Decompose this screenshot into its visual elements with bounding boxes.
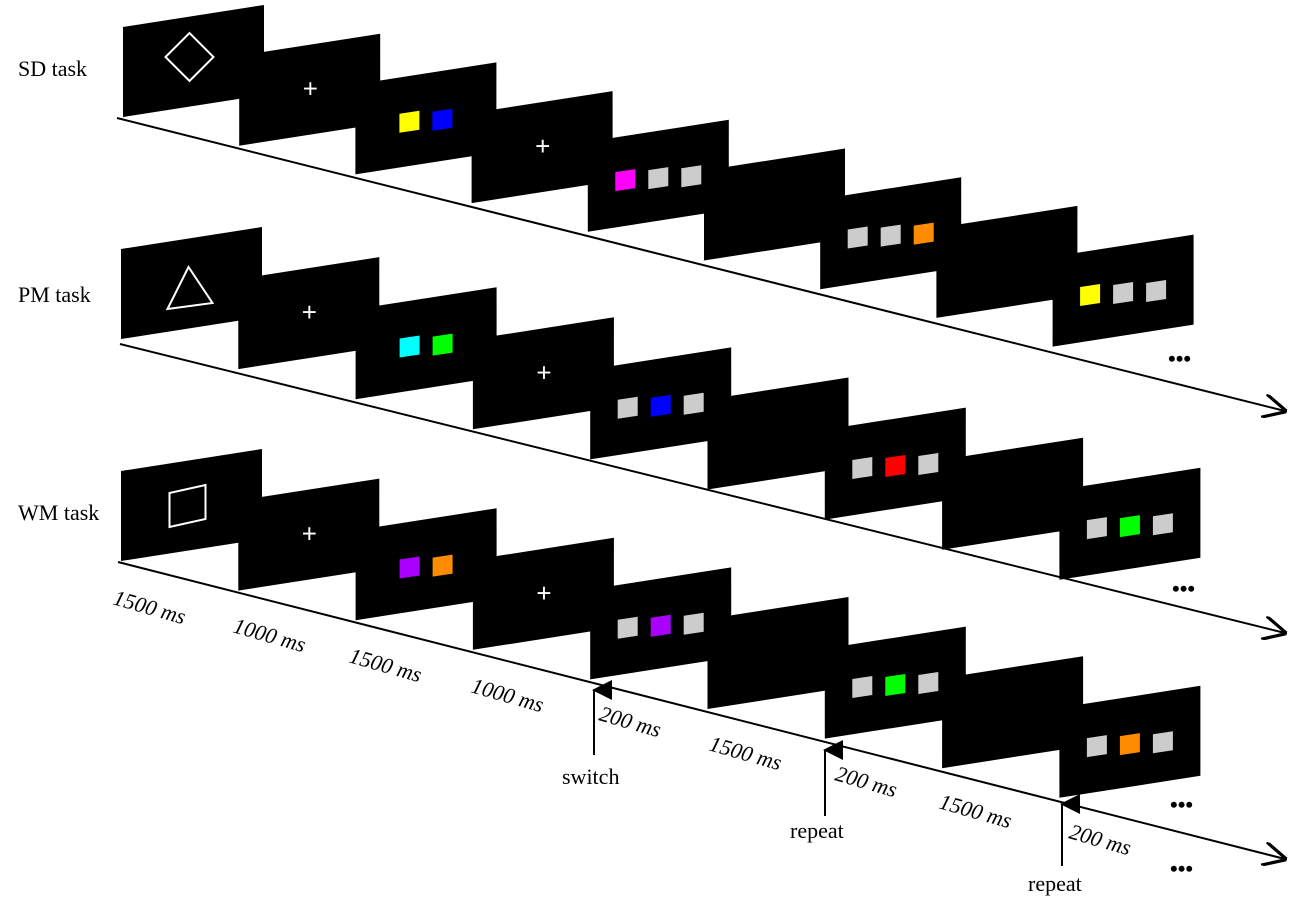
stimulus-screen: [121, 449, 262, 561]
color-square: [852, 456, 873, 479]
stimulus-screen: [355, 508, 497, 621]
color-square: [880, 224, 901, 247]
color-square: [432, 554, 453, 577]
color-square: [399, 556, 420, 579]
task-label-sd: SD task: [18, 56, 87, 81]
color-square: [399, 335, 420, 358]
color-square: [399, 110, 420, 133]
time-axis: [116, 117, 1285, 411]
color-square: [615, 169, 636, 192]
color-square: [1119, 733, 1140, 756]
fixation-cross: +: [302, 519, 317, 549]
duration-label: 200 ms: [833, 761, 900, 802]
task-label-pm: PM task: [18, 282, 91, 307]
continuation-ellipsis: •••: [1168, 346, 1191, 371]
fixation-cross: +: [303, 74, 318, 104]
task-label-wm: WM task: [18, 500, 99, 525]
duration-label: 1500 ms: [347, 643, 425, 687]
stimulus-screen: [472, 317, 614, 430]
time-axis: [117, 561, 1285, 859]
color-square: [650, 614, 671, 637]
continuation-ellipsis: •••: [1170, 856, 1193, 881]
stimulus-screen: [355, 287, 497, 400]
fixation-cross: +: [536, 578, 551, 608]
color-square: [1152, 731, 1173, 754]
square-icon: [168, 483, 207, 529]
duration-label: 1500 ms: [111, 585, 189, 629]
color-square: [650, 394, 671, 417]
duration-label: 1500 ms: [707, 731, 785, 775]
color-square: [1080, 283, 1101, 306]
diamond-icon: [164, 31, 215, 83]
color-square: [885, 454, 906, 477]
duration-label: 200 ms: [597, 701, 664, 742]
duration-label: 1000 ms: [469, 673, 547, 717]
stimulus-screen: [942, 437, 1084, 550]
stimulus-screen: [471, 91, 613, 204]
wm-task-timeline: ++: [117, 449, 1285, 859]
duration-label: 1500 ms: [937, 789, 1015, 833]
color-square: [1146, 279, 1167, 302]
stimulus-screen: [238, 257, 380, 370]
stimulus-screen: [707, 377, 849, 490]
repeat-label: repeat: [790, 818, 844, 843]
fixation-cross: +: [536, 357, 551, 387]
stimulus-screen: [238, 478, 380, 591]
triangle-icon: [165, 265, 215, 311]
color-square: [681, 165, 702, 188]
color-square: [1119, 515, 1140, 538]
color-square: [852, 675, 873, 698]
stimulus-screen: [121, 227, 262, 339]
stimulus-screen: [472, 537, 614, 650]
color-square: [683, 612, 704, 635]
color-square: [648, 167, 669, 190]
stimulus-screen: [239, 33, 381, 146]
stimulus-screen: [707, 597, 849, 709]
fixation-cross: +: [302, 297, 317, 327]
fixation-cross: +: [535, 131, 550, 161]
color-square: [918, 452, 939, 475]
repeat-label: repeat: [1028, 871, 1082, 896]
stimulus-screen: [704, 148, 845, 261]
color-square: [1086, 517, 1107, 540]
color-square: [1152, 513, 1173, 536]
color-square: [432, 108, 453, 131]
color-square: [617, 396, 638, 419]
stimulus-screen: [355, 62, 497, 175]
duration-label: 200 ms: [1067, 819, 1134, 860]
color-square: [683, 392, 704, 415]
switch-label: switch: [562, 764, 619, 789]
stimulus-screen: [942, 656, 1084, 769]
color-square: [918, 671, 939, 694]
color-square: [432, 333, 453, 356]
color-square: [885, 673, 906, 696]
pm-task-timeline: ++: [119, 227, 1285, 633]
color-square: [617, 616, 638, 639]
duration-label: 1000 ms: [231, 613, 309, 657]
continuation-ellipsis: •••: [1172, 576, 1195, 601]
color-square: [1086, 735, 1107, 758]
event-markers: switch repeat repeat: [562, 680, 1082, 896]
continuation-ellipsis: •••: [1170, 792, 1193, 817]
color-square: [913, 222, 934, 245]
stimulus-screen: [123, 5, 264, 117]
color-square: [847, 226, 868, 249]
time-axis: [119, 343, 1285, 633]
color-square: [1113, 281, 1134, 304]
stimulus-screen: [936, 205, 1078, 318]
sd-task-timeline: ++: [116, 5, 1285, 411]
